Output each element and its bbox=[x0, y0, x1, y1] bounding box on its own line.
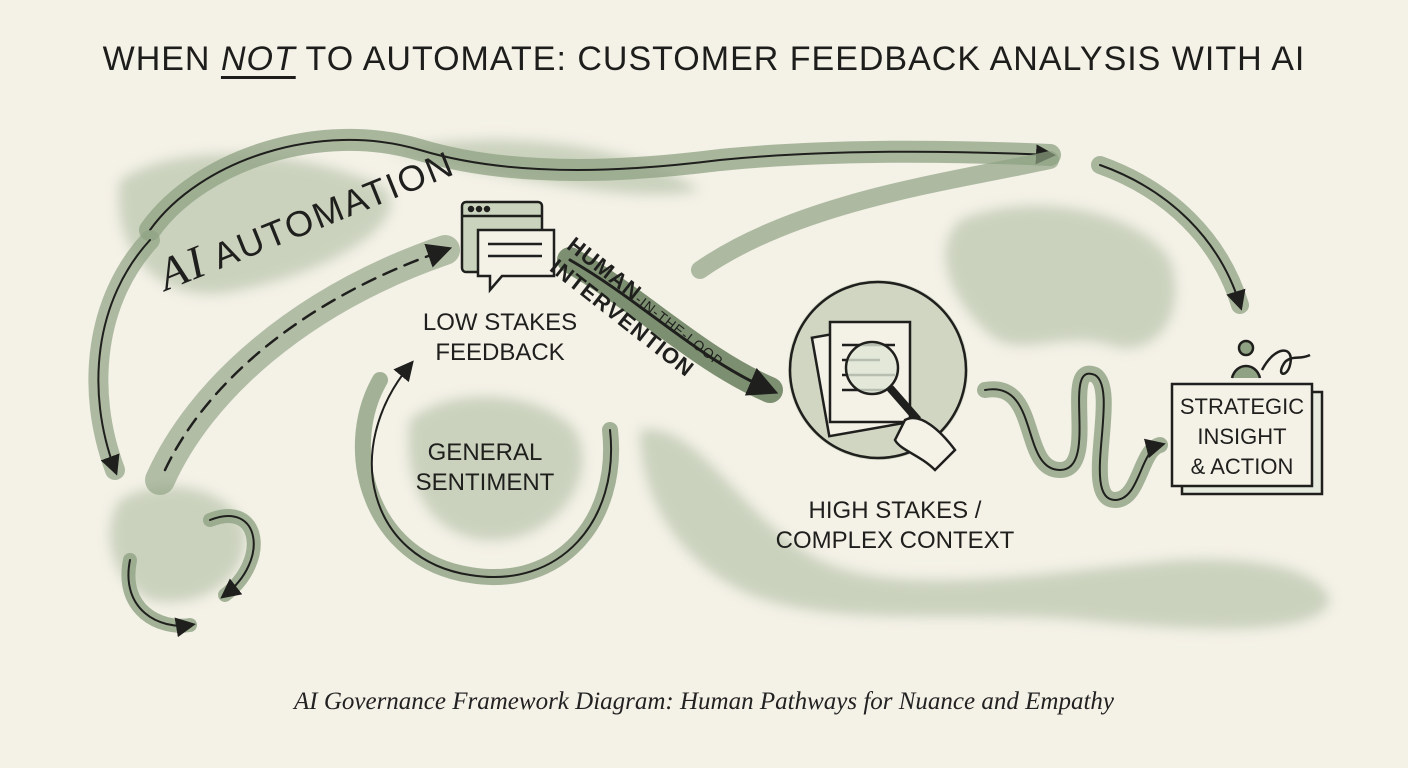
general-sentiment-label: GENERAL SENTIMENT bbox=[400, 438, 570, 498]
wash-bottom-band bbox=[640, 429, 1330, 629]
strategic-line-3: & ACTION bbox=[1190, 454, 1294, 479]
chat-window-icon bbox=[460, 200, 556, 294]
low-stakes-label: LOW STAKES FEEDBACK bbox=[410, 308, 590, 368]
magnifier-documents-icon bbox=[788, 280, 968, 472]
wash-sentiment bbox=[408, 396, 583, 541]
page-title: WHEN NOT TO AUTOMATE: CUSTOMER FEEDBACK … bbox=[0, 40, 1408, 79]
general-sentiment-line-1: GENERAL bbox=[427, 439, 543, 466]
ribbon-wavy bbox=[977, 365, 1168, 509]
watercolor-washes bbox=[110, 139, 1330, 629]
ribbon-arrows bbox=[88, 128, 1249, 638]
strategic-card bbox=[1170, 382, 1324, 496]
low-stakes-line-1: LOW STAKES bbox=[422, 309, 578, 336]
general-sentiment-line-2: SENTIMENT bbox=[415, 469, 555, 496]
title-emphasis: NOT bbox=[220, 40, 296, 78]
title-suffix: TO AUTOMATE: CUSTOMER FEEDBACK ANALYSIS … bbox=[295, 40, 1306, 78]
low-stakes-line-2: FEEDBACK bbox=[435, 339, 565, 366]
high-stakes-label: HIGH STAKES / COMPLEX CONTEXT bbox=[775, 496, 1015, 556]
strategic-line-1: STRATEGIC bbox=[1179, 394, 1305, 419]
high-stakes-line-1: HIGH STAKES / bbox=[808, 497, 982, 524]
wash-right-top bbox=[945, 205, 1176, 349]
strategic-label: STRATEGIC INSIGHT & ACTION bbox=[1172, 392, 1312, 482]
ribbon-upper-right bbox=[691, 151, 1059, 279]
high-stakes-line-2: COMPLEX CONTEXT bbox=[775, 527, 1015, 554]
title-prefix: WHEN bbox=[102, 40, 221, 78]
diagram-caption: AI Governance Framework Diagram: Human P… bbox=[293, 688, 1114, 715]
person-signature-icon bbox=[1230, 339, 1311, 379]
strategic-line-2: INSIGHT bbox=[1197, 424, 1287, 449]
